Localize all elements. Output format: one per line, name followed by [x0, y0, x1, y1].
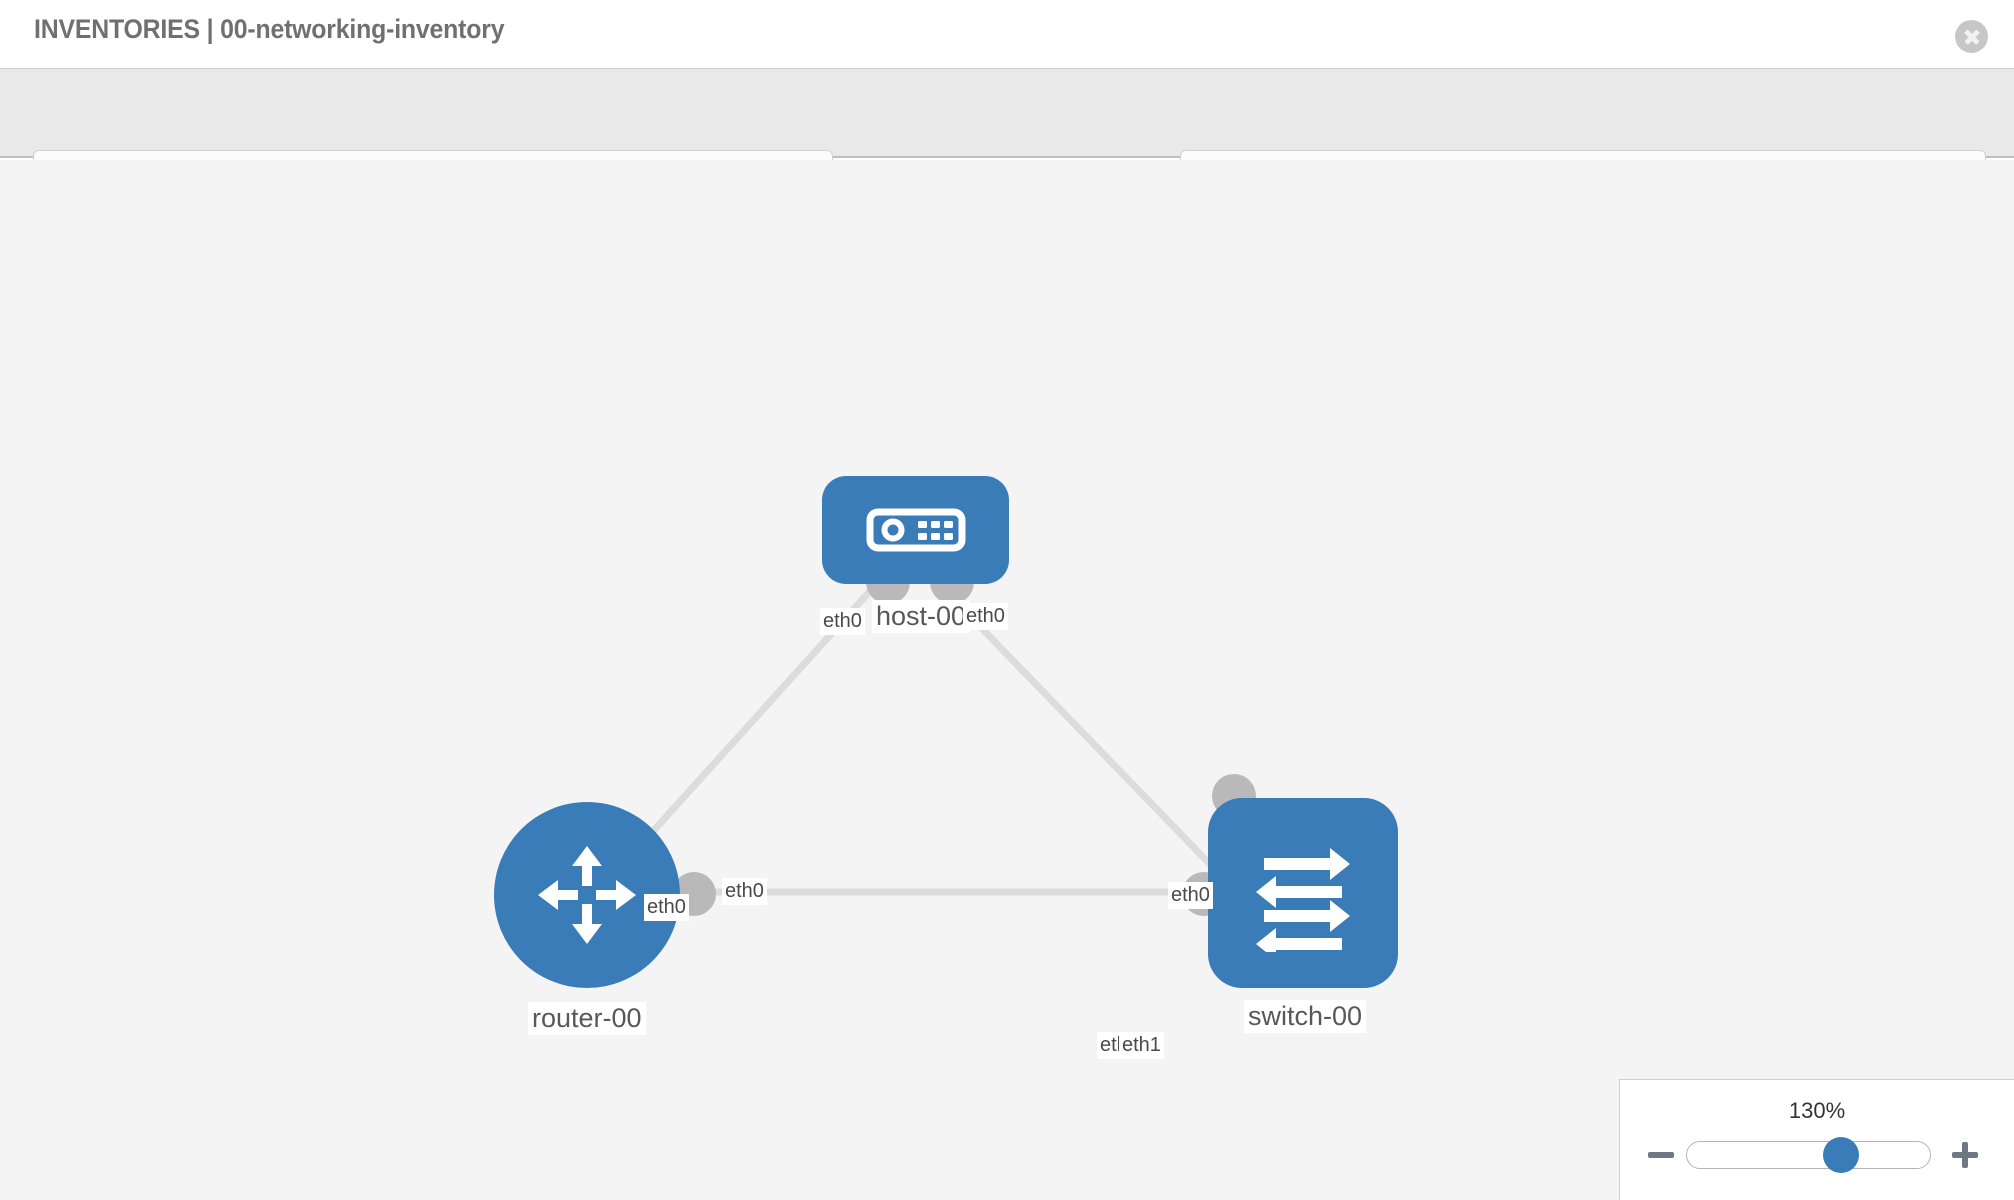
node-host-00-shape[interactable]	[822, 476, 1009, 584]
topology-canvas[interactable]: host-00 eth0 eth0	[0, 160, 2014, 1200]
zoom-out-button[interactable]	[1646, 1140, 1676, 1170]
node-switch-00-shape[interactable]	[1208, 798, 1398, 988]
edge-label-host-left-eth0: eth0	[820, 608, 865, 635]
edge-label-switch-left-eth1: eth1	[1119, 1032, 1164, 1059]
edge-label-router-up-eth0: eth0	[644, 894, 689, 921]
zoom-in-button[interactable]	[1950, 1140, 1980, 1170]
node-router-00-label: router-00	[528, 1002, 646, 1035]
server-icon	[866, 508, 965, 552]
topology-edges	[596, 576, 1239, 896]
edge-label-host-right-eth0: eth0	[963, 603, 1008, 630]
edge-label-router-right-eth0: eth0	[722, 878, 767, 905]
switch-icon	[1256, 848, 1350, 952]
page-header: INVENTORIES | 00-networking-inventory	[0, 0, 2014, 68]
edge-host-switch	[931, 576, 1239, 894]
edge-label-switch-up-eth0: eth0	[1168, 882, 1213, 909]
page-title: INVENTORIES | 00-networking-inventory	[34, 14, 505, 44]
zoom-control-panel: 130%	[1619, 1079, 2014, 1200]
zoom-slider-thumb[interactable]	[1823, 1137, 1859, 1173]
node-host-00-label: host-00	[872, 600, 971, 633]
zoom-level-label: 130%	[1788, 1098, 1846, 1123]
zoom-slider[interactable]	[1686, 1137, 1931, 1173]
toolbar: ACTIONS SEARCH	[0, 68, 2014, 202]
node-switch-00-label: switch-00	[1244, 1000, 1367, 1033]
close-icon[interactable]	[1955, 20, 1988, 53]
router-icon	[538, 846, 636, 944]
